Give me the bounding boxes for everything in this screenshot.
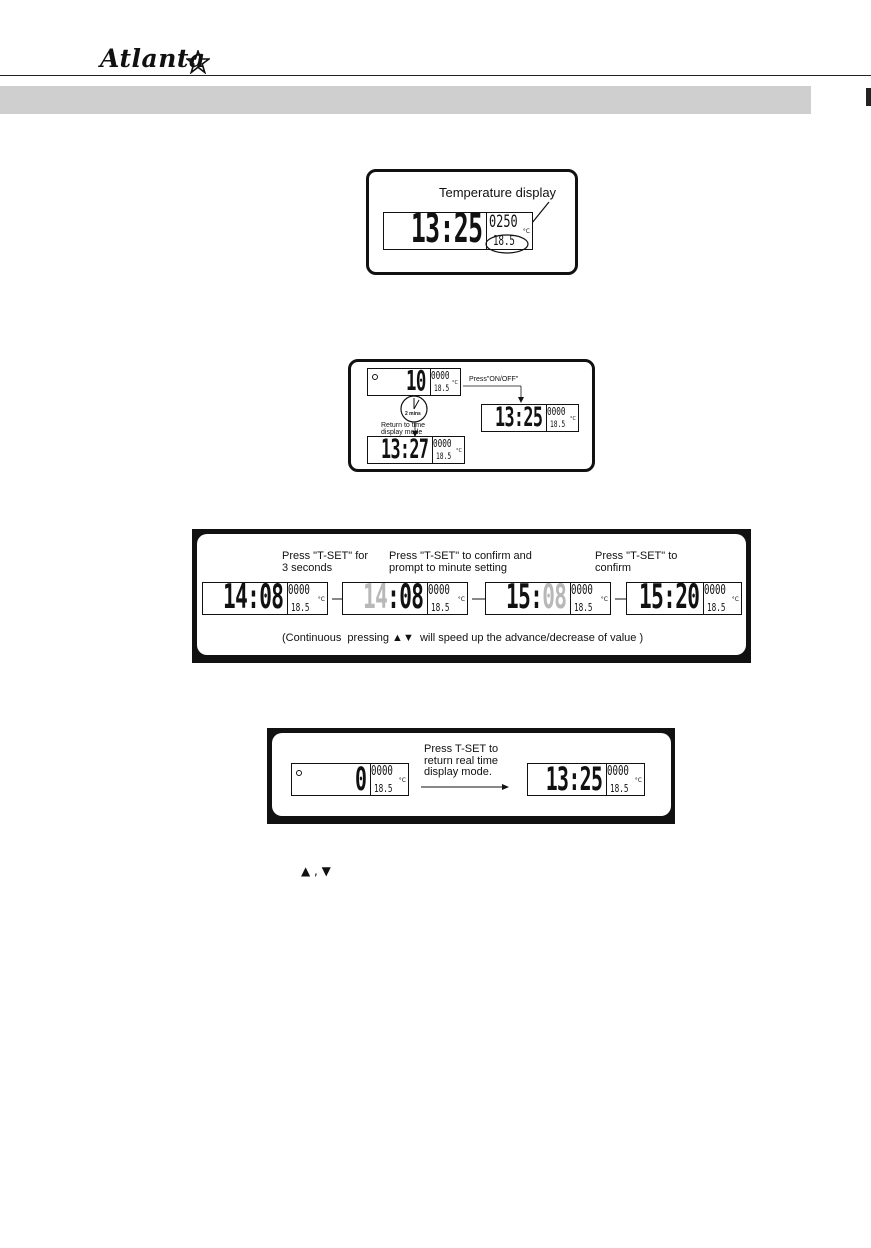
clock-icon — [400, 395, 428, 423]
arrow-right-icon — [421, 784, 509, 790]
lcd-minutes: 08 — [398, 577, 424, 617]
lcd-counter: 0000 — [371, 764, 393, 779]
lcd-step1: 14:08 0000 18.5 °C — [202, 577, 328, 617]
lcd-time: 13:27 — [380, 434, 429, 465]
body-arrows-text: ▲ , ▼ — [301, 864, 331, 878]
lcd-unit: °C — [398, 777, 406, 784]
lcd-unit: °C — [731, 596, 739, 603]
lcd-hours-dim: 14 — [362, 577, 388, 617]
lcd-counter: 0000 — [704, 583, 726, 598]
lcd-time: 13:25 — [545, 760, 602, 798]
lcd-temperature-value: 18.5 — [434, 384, 450, 394]
lcd-time: 0 — [354, 760, 367, 798]
highlight-ellipse — [485, 234, 529, 254]
lcd-unit: °C — [452, 380, 458, 386]
lcd-minutes-dim: 08 — [541, 577, 567, 617]
lcd-unit: °C — [317, 596, 325, 603]
lcd-return: 13:27 0000 18.5 °C — [367, 436, 465, 464]
lcd-temperature-value: 18.5 — [431, 601, 450, 614]
lcd-temperature: 13:25 0250 18.5 °C — [383, 206, 533, 252]
lcd-indicator-dot — [372, 374, 378, 380]
lcd-time: 13:25 — [494, 402, 543, 433]
lcd-step4: 15:20 0000 18.5 °C — [626, 577, 742, 617]
arrow-right-down — [463, 385, 524, 403]
lcd-temperature-value: 18.5 — [550, 420, 566, 430]
footnote: (Continuous pressing ▲▼ will speed up th… — [282, 632, 644, 644]
figure-temperature-display: Temperature display 13:25 0250 18.5 °C — [366, 169, 578, 275]
figure-time-setting: Press "T-SET" for 3 seconds Press "T-SET… — [192, 529, 751, 663]
lcd-result: 13:25 0000 18.5 °C — [481, 404, 579, 432]
lcd-counter: 0000 — [547, 405, 566, 418]
figure-timer-return: 10 0000 18.5 °C Press"ON/OFF" 13:25 0000… — [348, 359, 595, 472]
lcd-time: 13:25 — [410, 206, 482, 252]
arrow-down — [412, 422, 418, 437]
star-icon — [186, 50, 210, 74]
lcd-separator: : — [386, 577, 400, 617]
lcd-right: 13:25 0000 18.5 °C — [527, 763, 645, 796]
return-real-time-label: Press T-SET to return real time display … — [424, 743, 499, 779]
lcd-unit: °C — [522, 228, 530, 235]
press-on-off-label: Press"ON/OFF" — [469, 376, 519, 383]
clock-label: 2 mins — [405, 411, 421, 417]
lcd-counter: 0000 — [431, 369, 450, 382]
lcd-time: 14:08 — [222, 577, 284, 617]
lcd-counter: 0000 — [607, 764, 629, 779]
lcd-time: 15:20 — [638, 577, 700, 617]
lcd-counter: 0000 — [571, 583, 593, 598]
lcd-temperature-value: 18.5 — [610, 782, 629, 795]
lcd-unit: °C — [600, 596, 608, 603]
temperature-display-label: Temperature display — [439, 185, 557, 200]
lcd-unit: °C — [456, 448, 462, 454]
step2-label: Press "T-SET" to confirm and prompt to m… — [389, 550, 532, 574]
lcd-left: 0 0000 18.5 °C — [291, 763, 409, 796]
lcd-counter: 0000 — [433, 437, 452, 450]
lcd-unit: °C — [457, 596, 465, 603]
lcd-timer: 10 0000 18.5 °C — [367, 364, 461, 397]
figure-return-real-time: 0 0000 18.5 °C Press T-SET to return rea… — [267, 728, 675, 824]
lcd-temperature-value: 18.5 — [374, 782, 393, 795]
lcd-temperature-value: 18.5 — [291, 601, 310, 614]
lcd-hours: 15 — [505, 577, 531, 617]
step3-label: Press "T-SET" to confirm — [595, 550, 678, 574]
lcd-indicator-dot — [296, 770, 302, 776]
lcd-temperature-value: 18.5 — [436, 452, 452, 462]
lcd-counter: 0250 — [489, 212, 518, 232]
lcd-counter: 0000 — [288, 583, 310, 598]
page-edge-mark — [866, 88, 871, 106]
lcd-temperature-value: 18.5 — [574, 601, 593, 614]
lcd-unit: °C — [634, 777, 642, 784]
return-label: Return to time display mode — [381, 422, 425, 437]
lcd-time: 10 — [406, 364, 426, 397]
step1-label: Press "T-SET" for 3 seconds — [282, 550, 369, 574]
section-band — [0, 86, 811, 114]
lcd-unit: °C — [570, 416, 576, 422]
lcd-step3: 15:08 0000 18.5 °C — [485, 580, 611, 615]
header-rule — [0, 75, 871, 76]
lcd-step2: 14:08 0000 18.5 °C — [342, 580, 468, 615]
lcd-temperature-value: 18.5 — [493, 234, 515, 249]
lcd-counter: 0000 — [428, 583, 450, 598]
lcd-temperature-value: 18.5 — [707, 601, 726, 614]
lcd-separator: : — [529, 577, 543, 617]
